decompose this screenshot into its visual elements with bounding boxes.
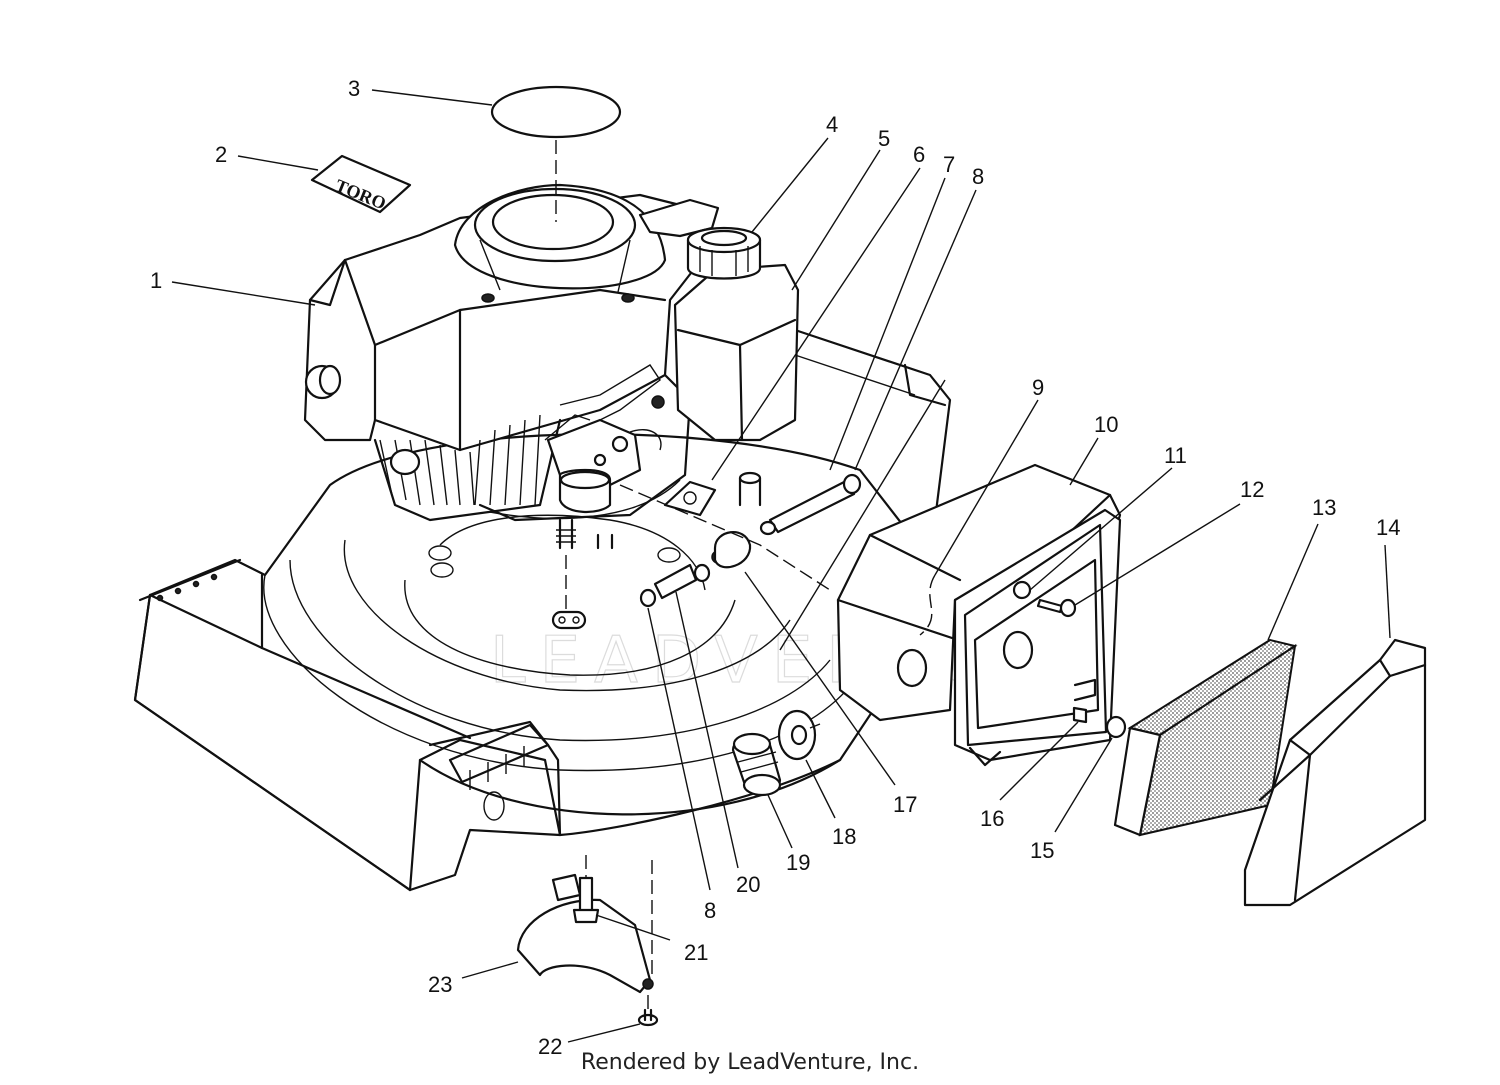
fuel-tank bbox=[673, 263, 800, 442]
callout-12: 12 bbox=[1240, 477, 1264, 502]
leader-lines bbox=[171, 89, 1391, 1043]
callout-19: 19 bbox=[786, 850, 810, 875]
cylinder-fins bbox=[373, 414, 562, 522]
callout-15: 15 bbox=[1030, 838, 1054, 863]
screw-22 bbox=[637, 1008, 659, 1027]
gasket bbox=[663, 480, 717, 517]
engine bbox=[303, 183, 720, 550]
callout-11: 11 bbox=[1164, 443, 1187, 468]
callout-labels: 1 2 3 4 5 6 7 8 9 10 11 12 13 14 15 16 1… bbox=[150, 76, 1400, 1059]
height-indicator-front-right bbox=[448, 723, 550, 821]
callout-10: 10 bbox=[1094, 412, 1118, 437]
callout-14: 14 bbox=[1376, 515, 1400, 540]
callout-16: 16 bbox=[980, 806, 1004, 831]
carburetor bbox=[544, 364, 665, 514]
callout-5: 5 bbox=[878, 126, 890, 151]
callout-18: 18 bbox=[832, 824, 856, 849]
toro-decal: TORO bbox=[310, 154, 412, 213]
starter-decal bbox=[490, 85, 622, 139]
fuel-cap bbox=[686, 226, 762, 280]
air-cleaner-body-10 bbox=[836, 463, 1122, 767]
bracket-23 bbox=[516, 873, 654, 994]
callout-4: 4 bbox=[826, 112, 838, 137]
height-indicator-front-left bbox=[138, 558, 242, 602]
callout-8: 8 bbox=[972, 164, 984, 189]
air-cleaner-cover-14 bbox=[1243, 638, 1427, 907]
callout-8-lower: 8 bbox=[704, 898, 716, 923]
filter-element-13 bbox=[1113, 638, 1298, 837]
nut-15 bbox=[1105, 715, 1127, 739]
callout-17: 17 bbox=[893, 792, 917, 817]
stud-16 bbox=[1072, 706, 1088, 724]
callout-1: 1 bbox=[150, 268, 162, 293]
callout-7: 7 bbox=[943, 152, 955, 177]
fuel-fitting bbox=[713, 531, 752, 569]
callout-2: 2 bbox=[215, 142, 227, 167]
breather-tube bbox=[768, 478, 856, 534]
callout-20: 20 bbox=[736, 872, 760, 897]
knob-19 bbox=[731, 732, 782, 797]
callout-13: 13 bbox=[1312, 495, 1336, 520]
washer-18 bbox=[777, 709, 821, 761]
screw-12 bbox=[1036, 598, 1064, 614]
bolt-21 bbox=[572, 876, 600, 924]
callout-3: 3 bbox=[348, 76, 360, 101]
callout-22: 22 bbox=[538, 1034, 562, 1059]
callout-9: 9 bbox=[1032, 375, 1044, 400]
rendered-by-footer: Rendered by LeadVenture, Inc. bbox=[580, 1050, 920, 1075]
callout-21: 21 bbox=[684, 940, 708, 965]
callout-23: 23 bbox=[428, 972, 452, 997]
fuel-hose bbox=[653, 563, 698, 600]
hose-clamp bbox=[639, 588, 657, 608]
mower-deck bbox=[133, 328, 952, 892]
callout-6: 6 bbox=[913, 142, 925, 167]
assembly-center-lines bbox=[555, 140, 936, 1012]
